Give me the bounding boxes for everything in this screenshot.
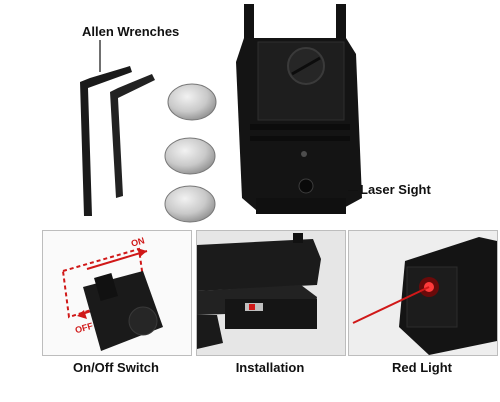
allen-wrenches-label: Allen Wrenches bbox=[82, 24, 180, 39]
batteries-image bbox=[164, 83, 217, 223]
allen-wrench-small bbox=[110, 74, 155, 198]
laser-sight-label: Laser Sight bbox=[360, 182, 431, 197]
allen-wrench-large bbox=[80, 66, 132, 216]
red-light-caption: Red Light bbox=[392, 360, 452, 375]
on-off-switch-panel: ON OFF bbox=[42, 230, 192, 356]
red-light-panel bbox=[348, 230, 498, 356]
battery bbox=[167, 83, 217, 121]
installation-image bbox=[197, 231, 345, 355]
allen-wrenches-image bbox=[80, 40, 155, 216]
laser-aperture bbox=[298, 178, 314, 194]
laser-sight-image bbox=[236, 4, 362, 214]
on-off-switch-image bbox=[61, 247, 163, 351]
installation-panel bbox=[196, 230, 346, 356]
laser-sight-pointer bbox=[348, 190, 358, 191]
battery bbox=[164, 185, 216, 223]
installation-caption: Installation bbox=[235, 360, 305, 375]
battery bbox=[164, 137, 216, 175]
red-light-image bbox=[349, 231, 497, 355]
on-off-switch-caption: On/Off Switch bbox=[73, 360, 159, 375]
